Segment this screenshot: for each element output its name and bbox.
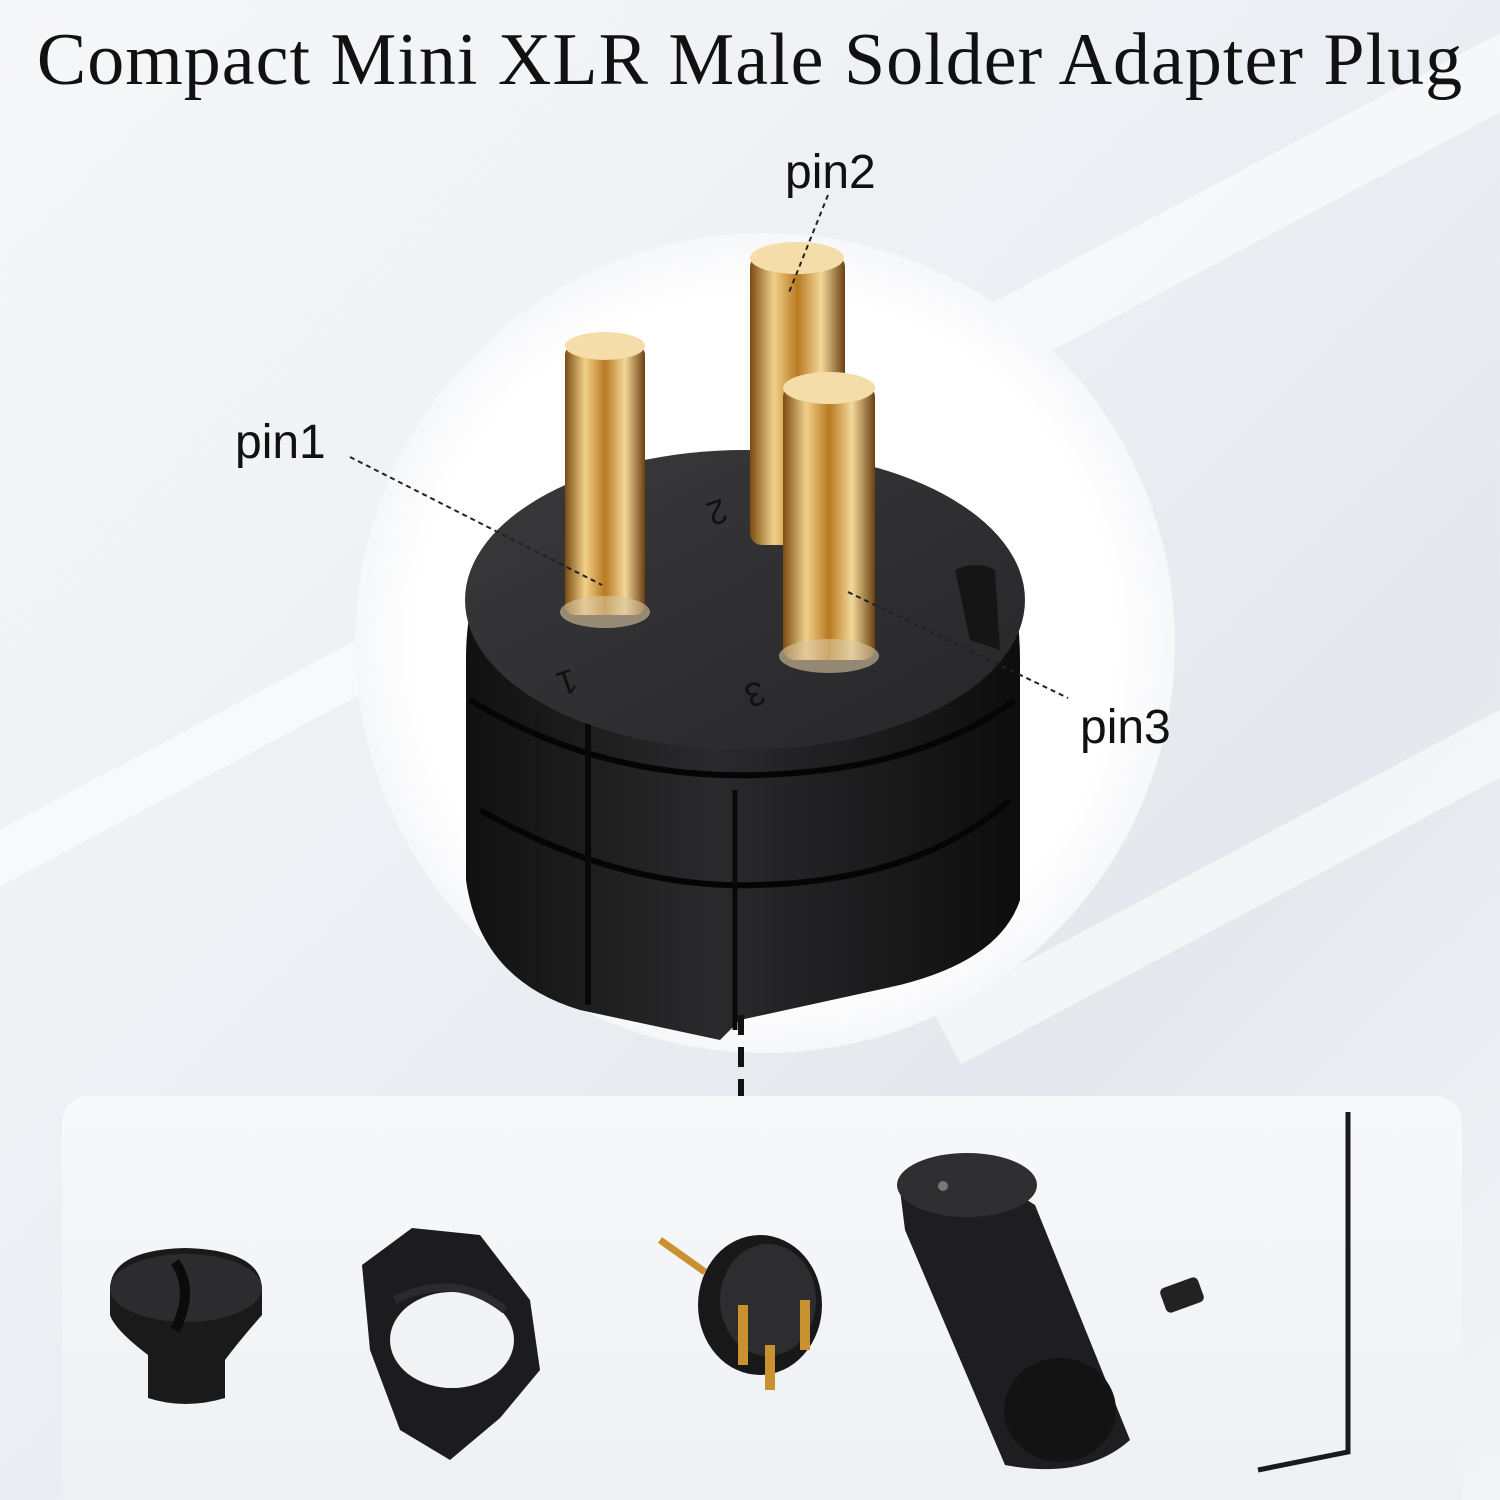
pin3-label: pin3: [1080, 701, 1171, 754]
pin1-leader-line: [349, 456, 603, 586]
pin3-leader-line: [847, 591, 1069, 699]
connector-body: 1 3 2: [465, 450, 1025, 1040]
pin2-label: pin2: [785, 146, 876, 199]
set-screw-icon: [1160, 1277, 1204, 1313]
pin-1: [560, 332, 650, 628]
locking-sleeve-icon: [362, 1228, 540, 1460]
insulating-boot-icon: [110, 1248, 262, 1404]
hex-key-icon: [1257, 1112, 1351, 1473]
pin-insert-icon: [657, 1235, 822, 1390]
pin1-label: pin1: [235, 416, 326, 469]
pin-3: [779, 372, 879, 673]
metal-shell-icon: [897, 1153, 1130, 1470]
page-title: Compact Mini XLR Male Solder Adapter Plu…: [36, 19, 1464, 101]
